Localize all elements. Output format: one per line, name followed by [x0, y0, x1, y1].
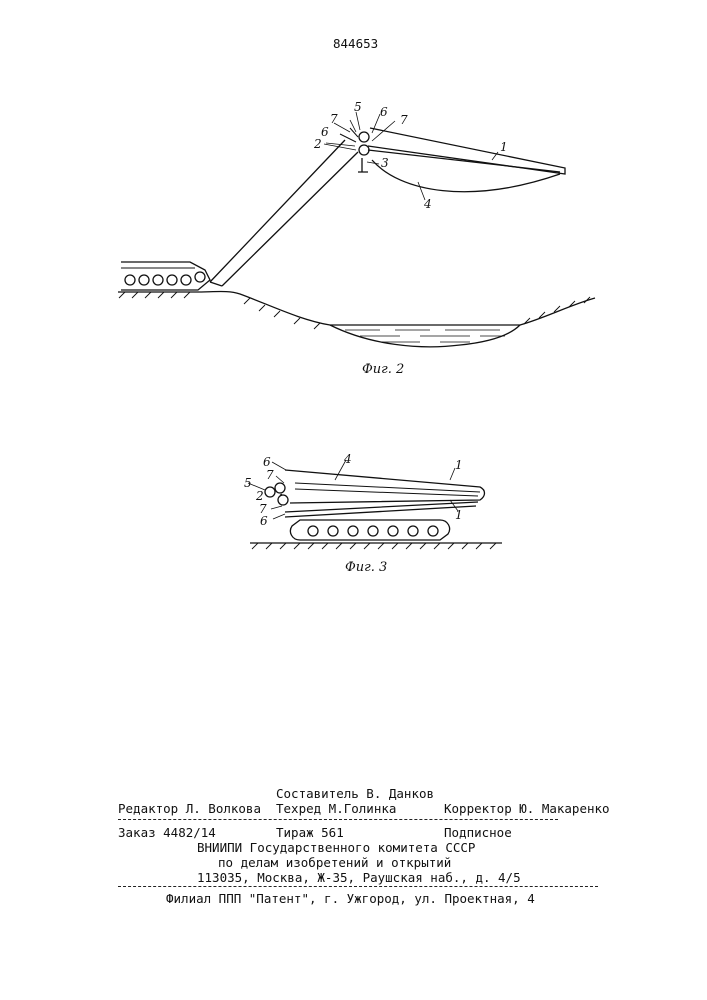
fig2-label-2: 2 — [314, 137, 322, 151]
fig2-label-7-right: 7 — [400, 113, 408, 127]
order-line: Заказ 4482/14 — [118, 825, 216, 840]
branch-line: Филиал ППП "Патент", г. Ужгород, ул. Про… — [166, 891, 535, 906]
fig2-water-lines — [345, 330, 505, 342]
fig3-label-1-top: 1 — [455, 458, 463, 472]
fig2-caption: Фиг. 2 — [362, 362, 404, 377]
fig2-label-7-left: 7 — [330, 112, 338, 126]
fig2-label-4: 4 — [424, 197, 432, 211]
subscription-line: Подписное — [444, 825, 512, 840]
corrector-line: Корректор Ю. Макаренко — [444, 801, 610, 816]
org-line-1: ВНИИПИ Государственного комитета СССР — [197, 840, 475, 855]
org-line-2: по делам изобретений и открытий — [218, 855, 451, 870]
fig3-caption: Фиг. 3 — [345, 560, 387, 575]
fig2-ground-hatch — [119, 292, 590, 329]
fig3-label-7-top: 7 — [266, 468, 274, 482]
fig3-label-6-top: 6 — [263, 455, 271, 469]
fig2-boom-arm — [210, 140, 358, 286]
fig2-label-3: 3 — [381, 156, 389, 170]
techred-line: Техред М.Голинка — [276, 801, 396, 816]
fig2-label-1: 1 — [500, 140, 508, 154]
fig3-label-6-bottom: 6 — [260, 514, 268, 528]
fig3-label-1-bottom: 1 — [455, 508, 463, 522]
fig2-ground-line — [118, 292, 595, 326]
fig2-vehicle-body — [121, 262, 210, 290]
fig3-ground-hatch — [252, 543, 496, 549]
fig2-membrane-4 — [372, 160, 560, 192]
fig3-folded-panels — [285, 470, 485, 503]
divider-bottom — [118, 886, 598, 887]
editor-line: Редактор Л. Волкова — [118, 801, 261, 816]
divider-top — [118, 819, 558, 820]
circulation-line: Тираж 561 — [276, 825, 344, 840]
fig2-label-6-left: 6 — [321, 125, 329, 139]
fig2-panel-1 — [368, 128, 565, 174]
fig2-label-5: 5 — [354, 100, 362, 114]
fig3-vehicle-track — [290, 520, 449, 540]
fig2-label-6: 6 — [380, 105, 388, 119]
fig3-label-5: 5 — [244, 476, 252, 490]
fig3-label-2: 2 — [256, 489, 264, 503]
fig3-label-4: 4 — [344, 452, 352, 466]
compiler-line: Составитель В. Данков — [276, 786, 434, 801]
address-line: 113035, Москва, Ж-35, Раушская наб., д. … — [197, 870, 521, 885]
